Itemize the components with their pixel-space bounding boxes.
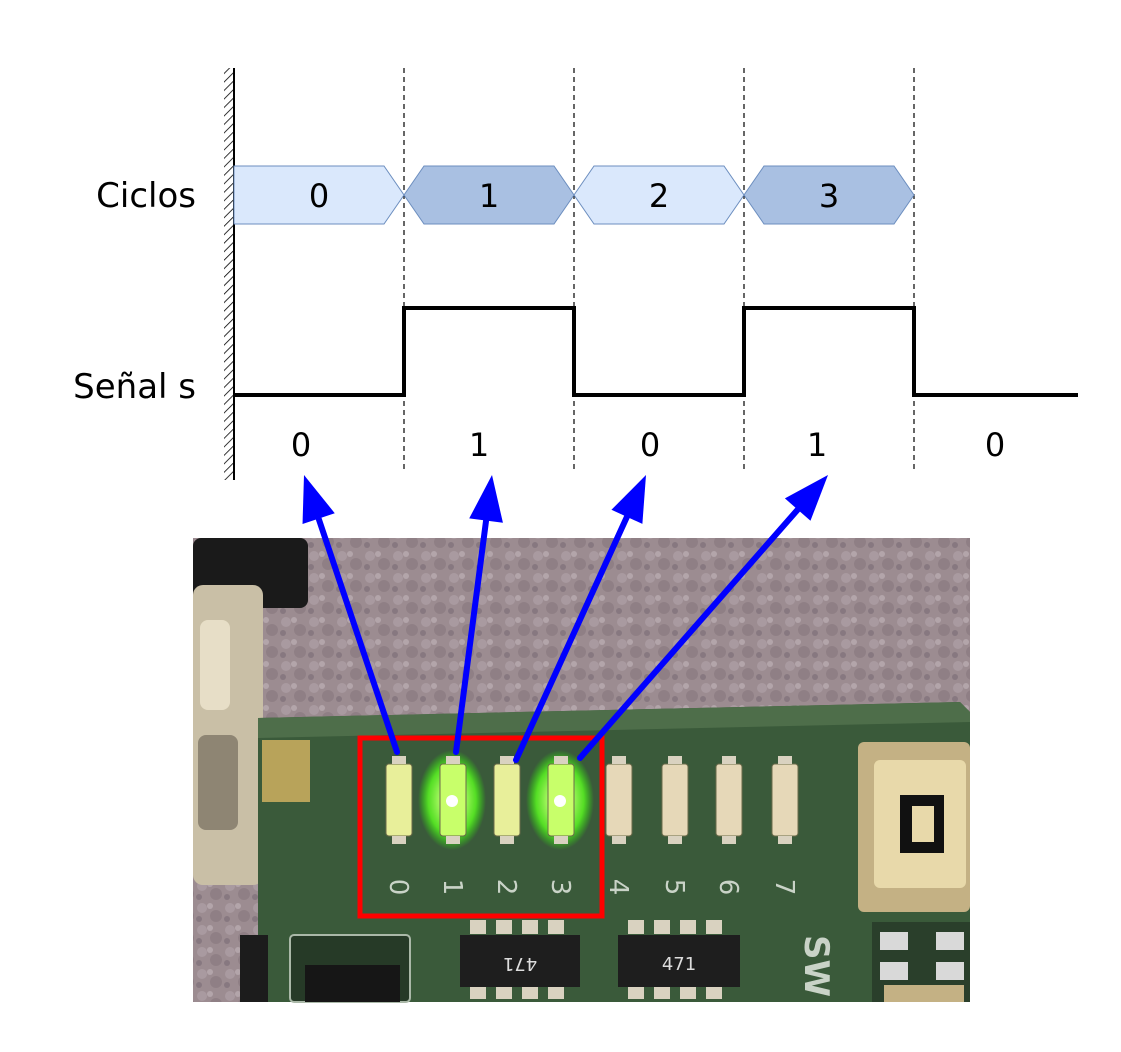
resistor-array-1: 471: [460, 935, 580, 987]
led-label: 5: [659, 879, 689, 896]
wall-hatch: [224, 68, 234, 480]
led-label: 3: [545, 879, 575, 896]
led-label: 6: [713, 879, 743, 896]
connector-shine: [200, 620, 230, 710]
cycle-separators: [404, 68, 914, 472]
timing-diagram: Ciclos Señal s 0 1 2 3 0 1 0 1 0: [73, 68, 1078, 480]
signal-waveform: [234, 308, 1078, 395]
signal-value-label: 0: [640, 426, 660, 464]
cycle-label: 1: [479, 177, 499, 215]
led-label: 0: [383, 879, 413, 896]
resistor-label-1: 471: [503, 953, 537, 974]
resistor-pad: [654, 987, 670, 999]
signal-value-label: 1: [807, 426, 827, 464]
resistor-pad: [522, 987, 538, 999]
resistor-pad: [706, 920, 722, 934]
connector-shadow: [198, 735, 238, 830]
resistor-pad: [680, 987, 696, 999]
signal-values: 0 1 0 1 0: [291, 426, 1005, 464]
chip-small: [240, 935, 268, 1002]
resistor-pad: [522, 920, 538, 934]
resistor-pad: [628, 987, 644, 999]
resistor-pad: [496, 987, 512, 999]
led-label: 7: [769, 879, 799, 896]
resistor-array-2: 471: [618, 935, 740, 987]
led-label: 1: [437, 879, 467, 896]
resistor-pad: [548, 987, 564, 999]
resistor-pad: [548, 920, 564, 934]
resistor-pad: [654, 920, 670, 934]
resistor-pad: [496, 920, 512, 934]
gold-pad: [262, 740, 310, 802]
board-photo: 0 1 2 3 4 5 6 7 471 471 SW: [193, 538, 970, 1002]
resistor-pad: [680, 920, 696, 934]
resistor-pad: [628, 920, 644, 934]
resistor-pad: [706, 987, 722, 999]
signal-value-label: 1: [469, 426, 489, 464]
led-label: 2: [491, 879, 521, 896]
cycles-row-label: Ciclos: [96, 176, 196, 216]
switch-label: SW: [796, 935, 836, 997]
resistor-label-2: 471: [662, 954, 696, 975]
cycle-label: 0: [309, 177, 329, 215]
cycle-label: 2: [649, 177, 669, 215]
ic-chip: [305, 965, 400, 1002]
resistor-pad: [470, 920, 486, 934]
signal-row-label: Señal s: [73, 367, 196, 407]
signal-value-label: 0: [291, 426, 311, 464]
led-label: 4: [603, 879, 633, 896]
resistor-pad: [470, 987, 486, 999]
signal-value-label: 0: [985, 426, 1005, 464]
cycle-label: 3: [819, 177, 839, 215]
